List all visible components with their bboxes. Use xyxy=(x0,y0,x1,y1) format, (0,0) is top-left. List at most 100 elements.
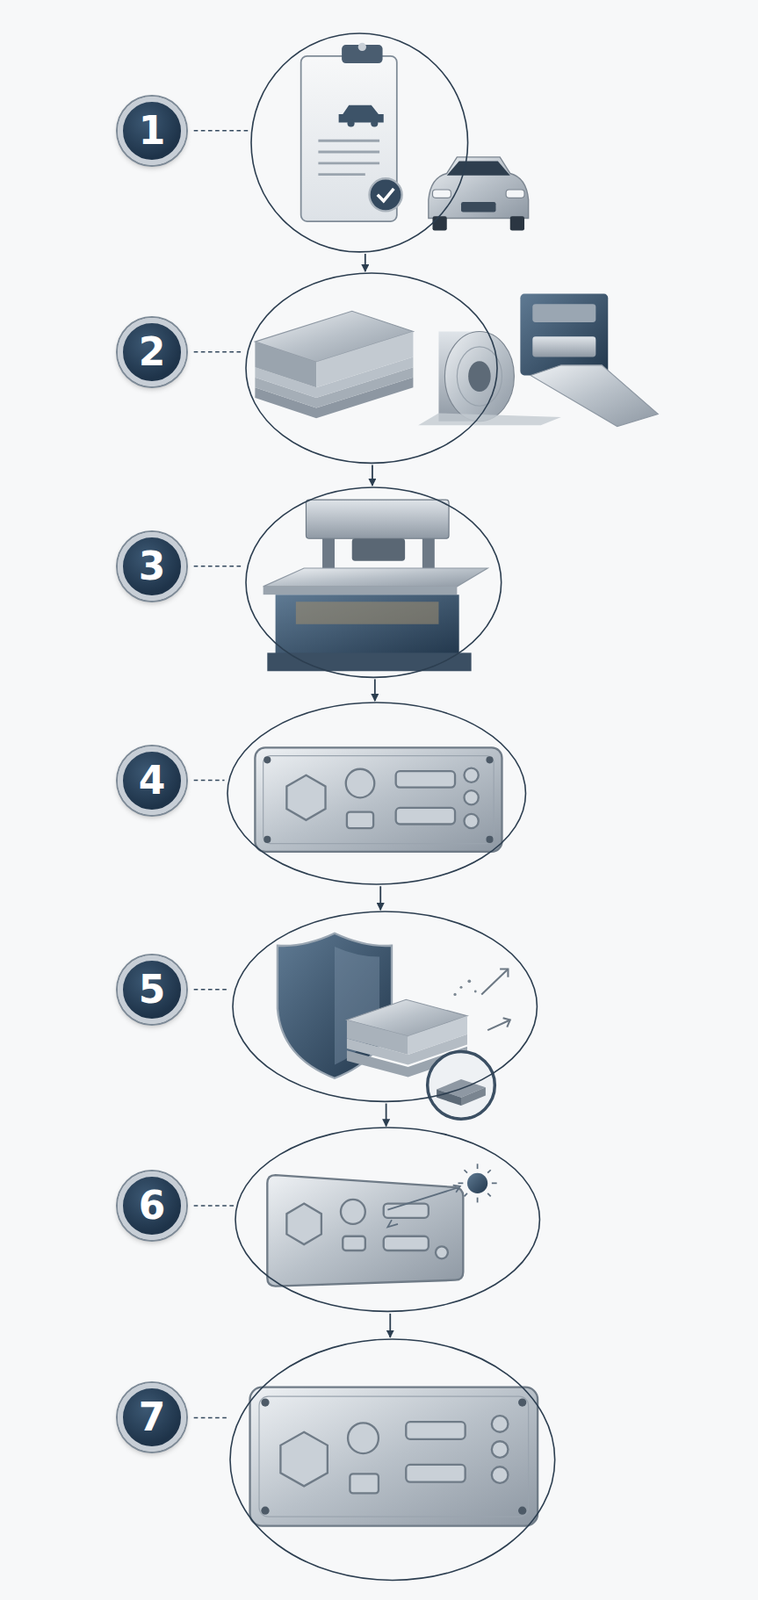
formed-plate-part xyxy=(485,836,493,844)
formed-plate-part xyxy=(485,756,493,764)
coated-sheets xyxy=(346,968,511,1119)
step-ellipse-outline xyxy=(227,702,526,885)
finished-plate-light-part xyxy=(383,1204,429,1219)
step-ellipse-outline xyxy=(251,33,469,253)
leader-lines-part xyxy=(194,1417,229,1420)
specification-clipboard xyxy=(301,43,403,222)
final-plate-part xyxy=(491,1441,509,1459)
rolling-machine-part xyxy=(530,365,658,427)
specification-clipboard-part xyxy=(358,43,367,51)
specification-clipboard-part xyxy=(317,151,380,154)
final-plate xyxy=(250,1387,539,1527)
finished-plate-light-part xyxy=(453,1185,461,1193)
process-step: 3 xyxy=(245,486,503,679)
final-plate-part xyxy=(518,1398,527,1407)
car-icon xyxy=(428,157,529,232)
process-step: 7 xyxy=(229,1338,556,1581)
finished-plate-light-part xyxy=(476,1163,479,1170)
leader-lines xyxy=(194,130,249,1419)
rolling-machine xyxy=(519,294,658,427)
step-ellipse xyxy=(231,910,538,1103)
formed-plate-part xyxy=(463,790,478,805)
final-plate-part xyxy=(250,1387,539,1527)
finished-plate-light-part xyxy=(491,1182,498,1184)
flow-arrow xyxy=(389,1313,391,1338)
step-number: 5 xyxy=(117,955,187,1025)
coated-sheets-part xyxy=(453,980,477,997)
stamping-press-part xyxy=(295,601,440,625)
protection-shield-part xyxy=(277,933,392,1079)
process-step: 4 xyxy=(226,701,527,886)
stamping-press-part xyxy=(267,652,471,672)
coated-sheets-part xyxy=(461,1087,486,1106)
specification-clipboard-part xyxy=(317,173,365,176)
finished-plate-light-part xyxy=(340,1199,366,1225)
step-ellipse-outline xyxy=(230,1339,556,1581)
flow-arrow xyxy=(364,253,367,272)
step-ellipse-outline xyxy=(245,487,502,678)
step-ellipse-outline xyxy=(235,1127,540,1312)
process-step: 5 xyxy=(231,910,538,1103)
rolling-machine-part xyxy=(532,336,596,357)
specification-clipboard-part xyxy=(317,161,380,165)
car-icon-part xyxy=(428,157,529,219)
formed-plate-part xyxy=(346,812,374,830)
stamping-press-part xyxy=(263,586,458,595)
finished-plate-light-part xyxy=(487,1193,491,1197)
formed-plate-part xyxy=(263,756,495,845)
formed-plate-part xyxy=(396,771,455,788)
stamping-press-part xyxy=(305,499,449,539)
coated-sheets-part xyxy=(481,968,511,1031)
final-plate-part xyxy=(405,1465,465,1483)
sheet-stack-part xyxy=(316,331,413,388)
formed-plate-part xyxy=(254,747,502,852)
finished-plate-light-part xyxy=(267,1175,463,1287)
formed-plate-part xyxy=(463,814,478,829)
car-icon-part xyxy=(432,216,447,231)
car-icon-part xyxy=(461,202,496,213)
stamping-press-part xyxy=(352,538,405,562)
steel-coil-part xyxy=(444,331,514,421)
step-ellipse xyxy=(245,486,503,679)
flow-arrow xyxy=(379,886,382,910)
coated-sheets-part xyxy=(474,990,477,994)
step-number: 2 xyxy=(117,317,187,387)
step-ellipse xyxy=(234,1126,541,1313)
final-plate-part xyxy=(347,1422,379,1454)
leader-lines-part xyxy=(194,351,244,354)
leader-lines-part xyxy=(194,989,231,991)
final-plate-part xyxy=(259,1396,529,1517)
finished-plate-light-part xyxy=(435,1246,448,1259)
final-plate-part xyxy=(280,1432,327,1488)
coated-sheets-part xyxy=(487,1020,511,1032)
process-step: 2 xyxy=(245,272,499,464)
sheet-stack-part xyxy=(254,341,317,388)
process-step: 6 xyxy=(234,1126,541,1313)
formed-plate-part xyxy=(263,756,271,764)
stamping-press-part xyxy=(275,594,460,657)
coated-sheets-part xyxy=(346,1020,409,1055)
flow-arrow xyxy=(371,464,374,486)
specification-clipboard-part xyxy=(368,178,402,211)
coated-sheets-part xyxy=(453,993,456,997)
protection-shield xyxy=(277,933,392,1079)
formed-plate-part xyxy=(286,775,325,821)
coated-sheets-part xyxy=(459,986,463,990)
specification-clipboard-part xyxy=(317,140,380,174)
formed-plate-part xyxy=(396,808,455,825)
leader-lines-part xyxy=(194,779,225,782)
coated-sheets-part xyxy=(467,980,471,984)
coated-sheets-part xyxy=(408,1016,468,1055)
final-plate-part xyxy=(491,1466,509,1484)
formed-plate-part xyxy=(463,768,478,783)
final-plate-part xyxy=(518,1507,527,1516)
step-number: 4 xyxy=(117,746,187,816)
car-icon-part xyxy=(505,189,525,198)
specification-clipboard-part xyxy=(346,119,354,127)
finished-plate-light-part xyxy=(286,1204,321,1245)
sheet-stack xyxy=(254,310,413,419)
finished-plate-light-part xyxy=(467,1173,488,1194)
formed-plate-part xyxy=(346,769,376,799)
car-icon-part xyxy=(447,161,511,176)
